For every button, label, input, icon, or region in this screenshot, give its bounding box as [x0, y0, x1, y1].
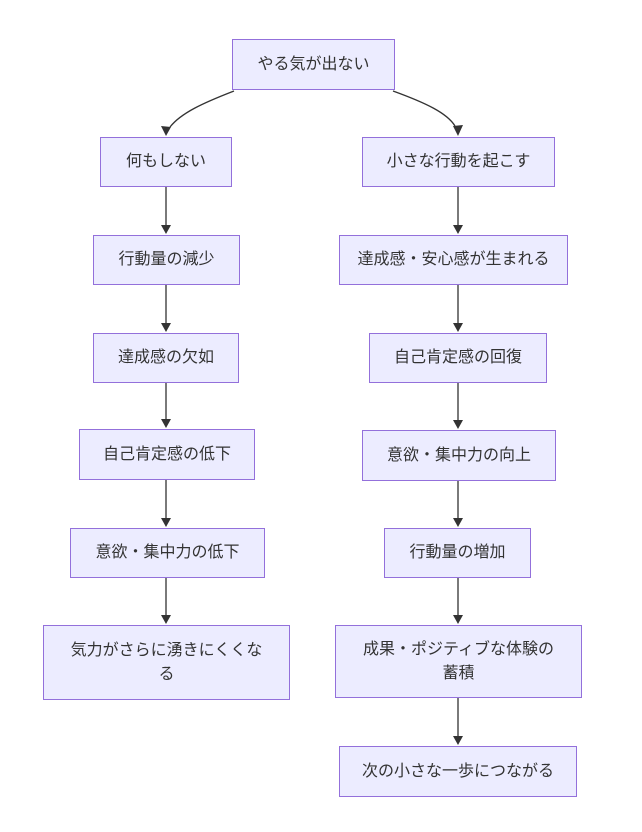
- node-next-step-label: 次の小さな一歩につながる: [361, 762, 554, 780]
- node-start-label: やる気が出ない: [257, 55, 370, 73]
- node-harder-to-motivate: 気力がさらに湧きにくくな る: [43, 625, 290, 700]
- node-self-esteem-down-label: 自己肯定感の低下: [102, 445, 231, 463]
- edge-start-small-action: [392, 90, 463, 136]
- node-motivation-down-label: 意欲・集中力の低下: [95, 544, 240, 562]
- node-next-step: 次の小さな一歩につながる: [339, 746, 577, 797]
- node-lack-achievement-label: 達成感の欠如: [117, 349, 214, 367]
- edge-positive-accumulation-next-step: [453, 698, 463, 745]
- edge-achievement-relief-self-esteem-recover: [453, 285, 463, 332]
- node-do-nothing-label: 何もしない: [125, 153, 206, 171]
- node-positive-accumulation: 成果・ポジティブな体験の 蓄積: [335, 625, 582, 698]
- edge-self-esteem-recover-motivation-up: [453, 383, 463, 429]
- edge-small-action-achievement-relief: [453, 187, 463, 234]
- node-motivation-up: 意欲・集中力の向上: [362, 430, 556, 481]
- node-action-decrease-label: 行動量の減少: [118, 251, 215, 269]
- node-motivation-down: 意欲・集中力の低下: [70, 528, 265, 578]
- edge-motivation-up-action-increase: [453, 481, 463, 527]
- node-motivation-up-label: 意欲・集中力の向上: [386, 446, 531, 464]
- node-achievement-relief-label: 達成感・安心感が生まれる: [357, 251, 550, 269]
- node-action-decrease: 行動量の減少: [93, 235, 240, 285]
- node-small-action-label: 小さな行動を起こす: [386, 153, 531, 171]
- node-action-increase: 行動量の増加: [384, 528, 531, 578]
- node-start: やる気が出ない: [232, 39, 395, 90]
- node-do-nothing: 何もしない: [100, 137, 232, 187]
- edge-action-increase-positive-accumulation: [453, 578, 463, 624]
- edge-motivation-down-harder-to-motivate: [161, 578, 171, 624]
- edge-self-esteem-down-motivation-down: [161, 480, 171, 527]
- edge-action-decrease-lack-achievement: [161, 285, 171, 332]
- node-self-esteem-recover: 自己肯定感の回復: [369, 333, 547, 383]
- node-self-esteem-down: 自己肯定感の低下: [79, 429, 255, 480]
- edge-do-nothing-action-decrease: [161, 187, 171, 234]
- node-achievement-relief: 達成感・安心感が生まれる: [339, 235, 568, 285]
- edge-start-do-nothing: [161, 90, 235, 136]
- node-small-action: 小さな行動を起こす: [362, 137, 555, 187]
- node-positive-accumulation-label: 成果・ポジティブな体験の 蓄積: [362, 641, 555, 682]
- node-self-esteem-recover-label: 自己肯定感の回復: [393, 349, 522, 367]
- node-harder-to-motivate-label: 気力がさらに湧きにくくな る: [70, 642, 263, 683]
- node-lack-achievement: 達成感の欠如: [93, 333, 239, 383]
- node-action-increase-label: 行動量の増加: [409, 544, 506, 562]
- edge-lack-achievement-self-esteem-down: [161, 383, 171, 428]
